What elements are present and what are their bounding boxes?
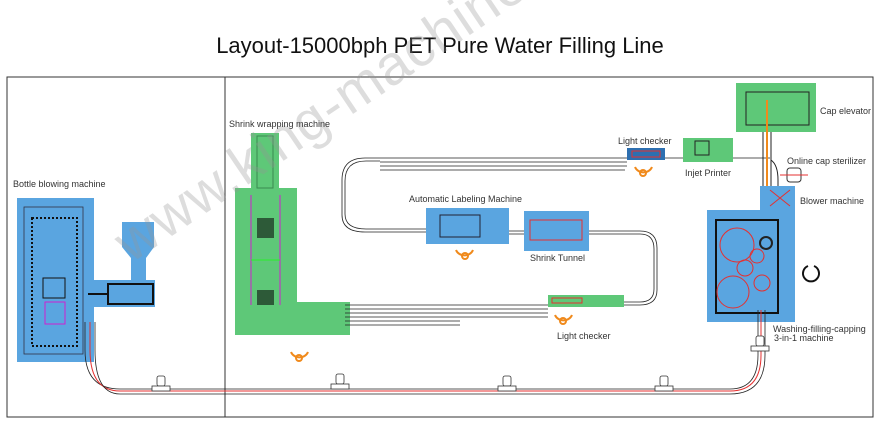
label-auto-labeling: Automatic Labeling Machine (409, 194, 523, 204)
label-shrink-wrapping: Shrink wrapping machine (229, 119, 331, 129)
light-checker-top-unit (627, 148, 665, 160)
conveyor-lower (345, 304, 548, 326)
air-fan-icons (151, 335, 770, 392)
cap-sterilizer-unit (780, 167, 808, 183)
light-checker-bottom-unit (548, 295, 624, 307)
label-light-checker-bottom: Light checker (557, 331, 611, 341)
operator-icons (290, 166, 653, 362)
blower-unit (760, 186, 795, 210)
label-shrink-tunnel: Shrink Tunnel (530, 253, 586, 263)
conveyor-bottom (84, 310, 766, 395)
label-inkjet-printer: Injet Printer (685, 168, 732, 178)
label-filler-line1: Washing-filling-capping (773, 324, 866, 334)
inkjet-printer-unit (683, 138, 733, 162)
washing-filling-capping-unit (707, 210, 820, 322)
label-light-checker-top: Light checker (618, 136, 672, 146)
shrink-wrapping-machine (235, 133, 350, 335)
cap-elevator-unit (736, 83, 816, 186)
automatic-labeling-machine (426, 208, 509, 244)
label-cap-sterilizer: Online cap sterilizer (787, 156, 867, 166)
shrink-tunnel (524, 211, 589, 251)
outer-frame (6, 76, 874, 418)
diagram-title: Layout-15000bph PET Pure Water Filling L… (216, 33, 664, 58)
bottle-blowing-machine (17, 198, 155, 362)
label-filler-line2: 3-in-1 machine (774, 333, 834, 343)
label-cap-elevator: Cap elevator (820, 106, 872, 116)
label-bottle-blowing: Bottle blowing machine (13, 179, 106, 189)
label-blower: Blower machine (800, 196, 865, 206)
